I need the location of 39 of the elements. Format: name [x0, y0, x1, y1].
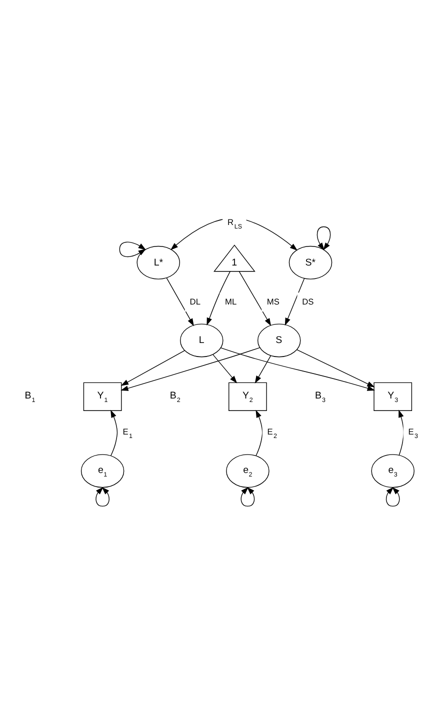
edge-label: DS [302, 296, 314, 306]
arrow [316, 226, 331, 250]
arrow [170, 217, 298, 250]
arrow [296, 348, 375, 387]
arrow [166, 277, 194, 326]
node-ellipse: e$_{2}$ [226, 454, 270, 488]
edge-label: DL [190, 296, 200, 306]
node-ellipse: e$_{3}$ [371, 454, 414, 488]
arrow [206, 270, 230, 326]
arrow [398, 409, 404, 456]
arrow [119, 241, 146, 257]
edge-label: E$_{2}$ [267, 426, 278, 440]
arrow [120, 346, 260, 390]
node-ellipse: L [180, 323, 224, 357]
node-ellipse: S* [288, 245, 332, 279]
edge-label: R$_{LS}$ [227, 216, 242, 230]
node-ellipse: e$_{1}$ [80, 454, 124, 488]
arrow [96, 486, 110, 506]
arrow [284, 278, 305, 326]
arrow [238, 270, 272, 326]
node-box: Y$_{1}$ [83, 382, 122, 410]
edge-label: E$_{1}$ [122, 426, 133, 440]
node-box: Y$_{3}$ [374, 382, 412, 410]
arrow [212, 354, 238, 383]
arrow [120, 350, 185, 386]
edge-label: MS [266, 296, 280, 306]
node-ellipse: S [257, 323, 301, 357]
edge-label: E$_{3}$ [408, 426, 418, 440]
edge-label: ML [225, 296, 237, 306]
arrow [220, 346, 375, 390]
arrow [254, 355, 272, 383]
label: B$_{2}$ [170, 390, 180, 404]
arrow [240, 486, 255, 506]
label: B$_{1}$ [24, 390, 36, 404]
label: B$_{3}$ [315, 390, 326, 404]
node-box: Y$_{2}$ [228, 382, 267, 410]
arrow [256, 409, 263, 456]
arrow [386, 486, 400, 506]
arrow [110, 409, 118, 456]
